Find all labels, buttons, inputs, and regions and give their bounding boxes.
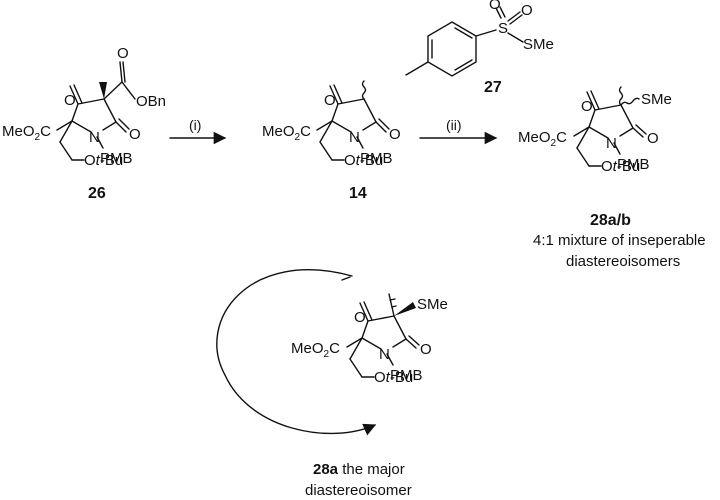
reaction-arrow-2: (ii) (419, 117, 498, 145)
nitrogen: N (606, 135, 617, 152)
reagent-27: O O S SMe 27 (405, 0, 554, 96)
lactam-o: O (389, 126, 401, 143)
obn-group: OBn (136, 93, 166, 110)
condition-ii: (ii) (446, 117, 462, 133)
compound-label-28ab: 28a/b (590, 212, 631, 229)
meo2c-group: MeO2C (291, 340, 340, 360)
compound-28a: O SMe O N PMB MeO2C Ot-Bu 28a the major … (216, 269, 448, 499)
ketone-o: O (354, 309, 366, 326)
otbu-group: Ot-Bu (601, 158, 640, 175)
lactam-o: O (129, 126, 141, 143)
ester-o: O (117, 45, 129, 62)
condition-i: (i) (189, 117, 201, 133)
major-label: 28a the major (313, 461, 405, 478)
compound-label-14: 14 (349, 185, 367, 202)
ketone-o: O (64, 92, 76, 109)
nitrogen: N (349, 129, 360, 146)
compound-28ab: O SMe O N PMB MeO2C Ot-Bu 28a/b 4:1 mixt… (518, 86, 706, 270)
mixture-note-line2: diastereoisomers (566, 253, 680, 270)
ketone-o: O (324, 92, 336, 109)
pmb-group: PMB (617, 156, 650, 173)
compound-26: O O OBn O N PMB MeO2C Ot-Bu 26 (2, 45, 166, 202)
sme-group: SMe (523, 36, 554, 53)
meo2c-group: MeO2C (2, 123, 51, 143)
meo2c-group: MeO2C (518, 129, 567, 149)
nitrogen: N (379, 346, 390, 363)
otbu-group: Ot-Bu (374, 369, 413, 386)
ketone-o: O (581, 98, 593, 115)
mixture-note-line1: 4:1 mixture of inseperable (533, 232, 706, 249)
sulfonyl-o-1: O (489, 0, 501, 13)
compound-label-26: 26 (88, 185, 106, 202)
pmb-group: PMB (360, 150, 393, 167)
sulfur: S (498, 20, 508, 37)
reaction-arrow-1: (i) (169, 117, 227, 145)
meo2c-group: MeO2C (262, 123, 311, 143)
lactam-o: O (647, 130, 659, 147)
compound-14: O O N PMB MeO2C Ot-Bu 14 (262, 80, 401, 202)
major-note-line2: diastereoisomer (305, 482, 412, 499)
otbu-group: Ot-Bu (84, 152, 123, 169)
sme-group: SMe (641, 91, 672, 108)
pmb-group: PMB (100, 150, 133, 167)
otbu-group: Ot-Bu (344, 152, 383, 169)
nitrogen: N (89, 129, 100, 146)
lactam-o: O (420, 341, 432, 358)
compound-label-27: 27 (484, 79, 502, 96)
sulfonyl-o-2: O (521, 2, 533, 19)
pmb-group: PMB (390, 367, 423, 384)
sme-group: SMe (417, 296, 448, 313)
